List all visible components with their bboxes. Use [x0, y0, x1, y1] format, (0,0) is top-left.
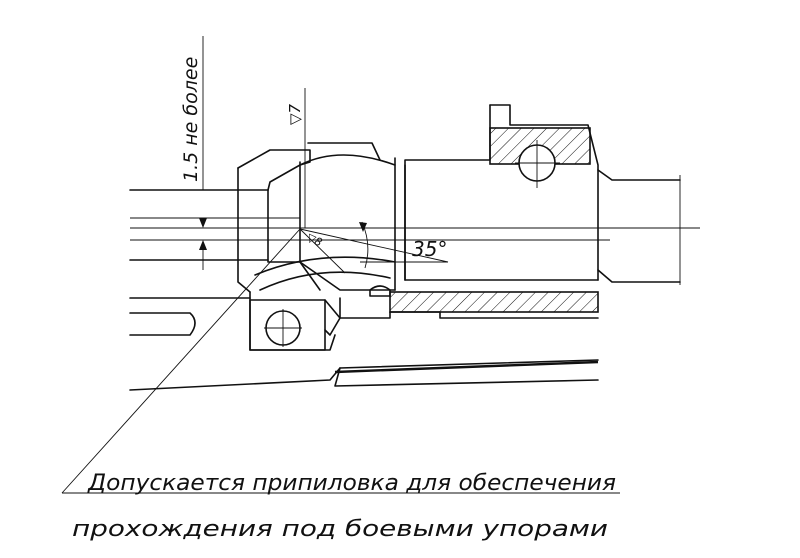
- roughness-mark-top: ▽7: [286, 88, 306, 228]
- bolt-body: [254, 142, 406, 297]
- barrel: [129, 189, 700, 261]
- tolerance-dimension: 1.5 не более: [180, 36, 207, 270]
- roughness-top-label: ▽7: [286, 103, 304, 125]
- angle-label: 35°: [412, 237, 447, 261]
- angle-dimension: 35°: [299, 221, 449, 269]
- roughness-small-label: ▽8: [305, 231, 325, 249]
- guide-rail: [339, 291, 599, 319]
- note-line-1: Допускается припиловка для обеспечения: [87, 471, 616, 496]
- note-leader: [61, 228, 301, 494]
- note-line-2: прохождения под боевыми упорами: [72, 517, 608, 542]
- bolt-housing: [237, 149, 341, 351]
- tolerance-label: 1.5 не более: [180, 57, 202, 182]
- receiver: [404, 104, 681, 285]
- lower-receiver: [129, 297, 599, 391]
